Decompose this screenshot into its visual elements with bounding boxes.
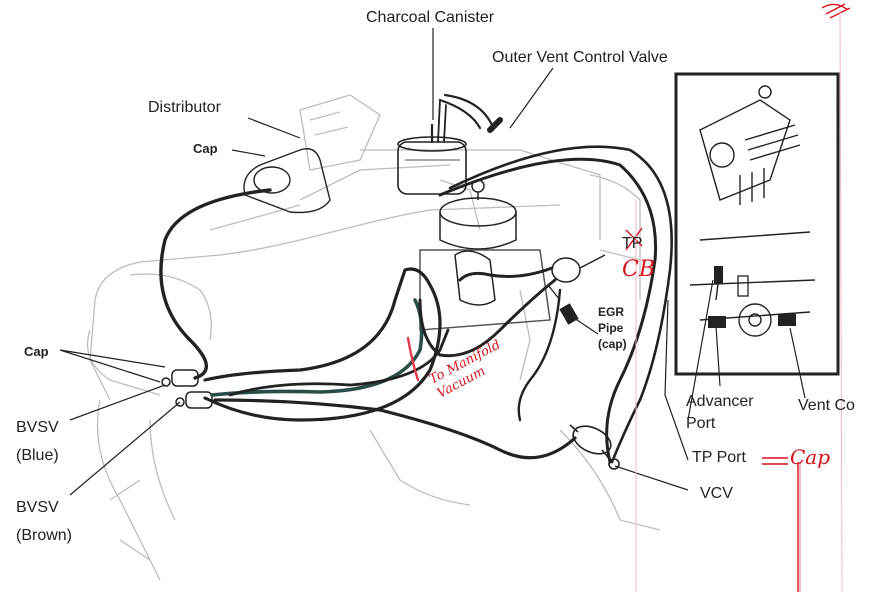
advancer-port-label-2: Port xyxy=(686,415,716,432)
bvsv-blue-label: BVSV xyxy=(16,419,59,436)
egr-pipe-label-2: Pipe xyxy=(598,321,624,335)
cb-annotation: CB xyxy=(622,257,655,282)
handwritten-marks xyxy=(625,3,851,592)
leader-lines xyxy=(59,28,806,496)
vent-control-label: Vent Co xyxy=(798,397,855,414)
bvsv-brown-label: BVSV xyxy=(16,499,59,516)
vacuum-hoses xyxy=(159,93,673,464)
outer-vent-control-valve-label: Outer Vent Control Valve xyxy=(492,49,668,66)
tp-port-label: TP Port xyxy=(692,449,747,466)
egr-pipe-label-3: (cap) xyxy=(598,337,627,351)
egr-pipe-cap xyxy=(547,284,579,325)
advancer-port-label: Advancer xyxy=(686,393,754,410)
cap-distributor-label: Cap xyxy=(193,141,218,156)
cap-left-label: Cap xyxy=(24,344,49,359)
distributor xyxy=(243,148,331,214)
egr-pipe-label: EGR xyxy=(598,305,624,319)
cap-handwritten-annotation: Cap xyxy=(790,445,830,469)
distributor-label: Distributor xyxy=(148,99,222,116)
bvsv-blue-color-label: (Blue) xyxy=(16,447,59,464)
vent-control-panel xyxy=(674,72,840,376)
tp-struck-label: TP xyxy=(622,235,642,252)
bvsv-brown-color-label: (Brown) xyxy=(16,527,72,544)
vcv-label: VCV xyxy=(700,485,733,502)
charcoal-canister-label: Charcoal Canister xyxy=(366,9,495,26)
egr-valve xyxy=(551,254,606,283)
bvsv-valves xyxy=(161,369,213,409)
engine-outline xyxy=(86,94,661,581)
